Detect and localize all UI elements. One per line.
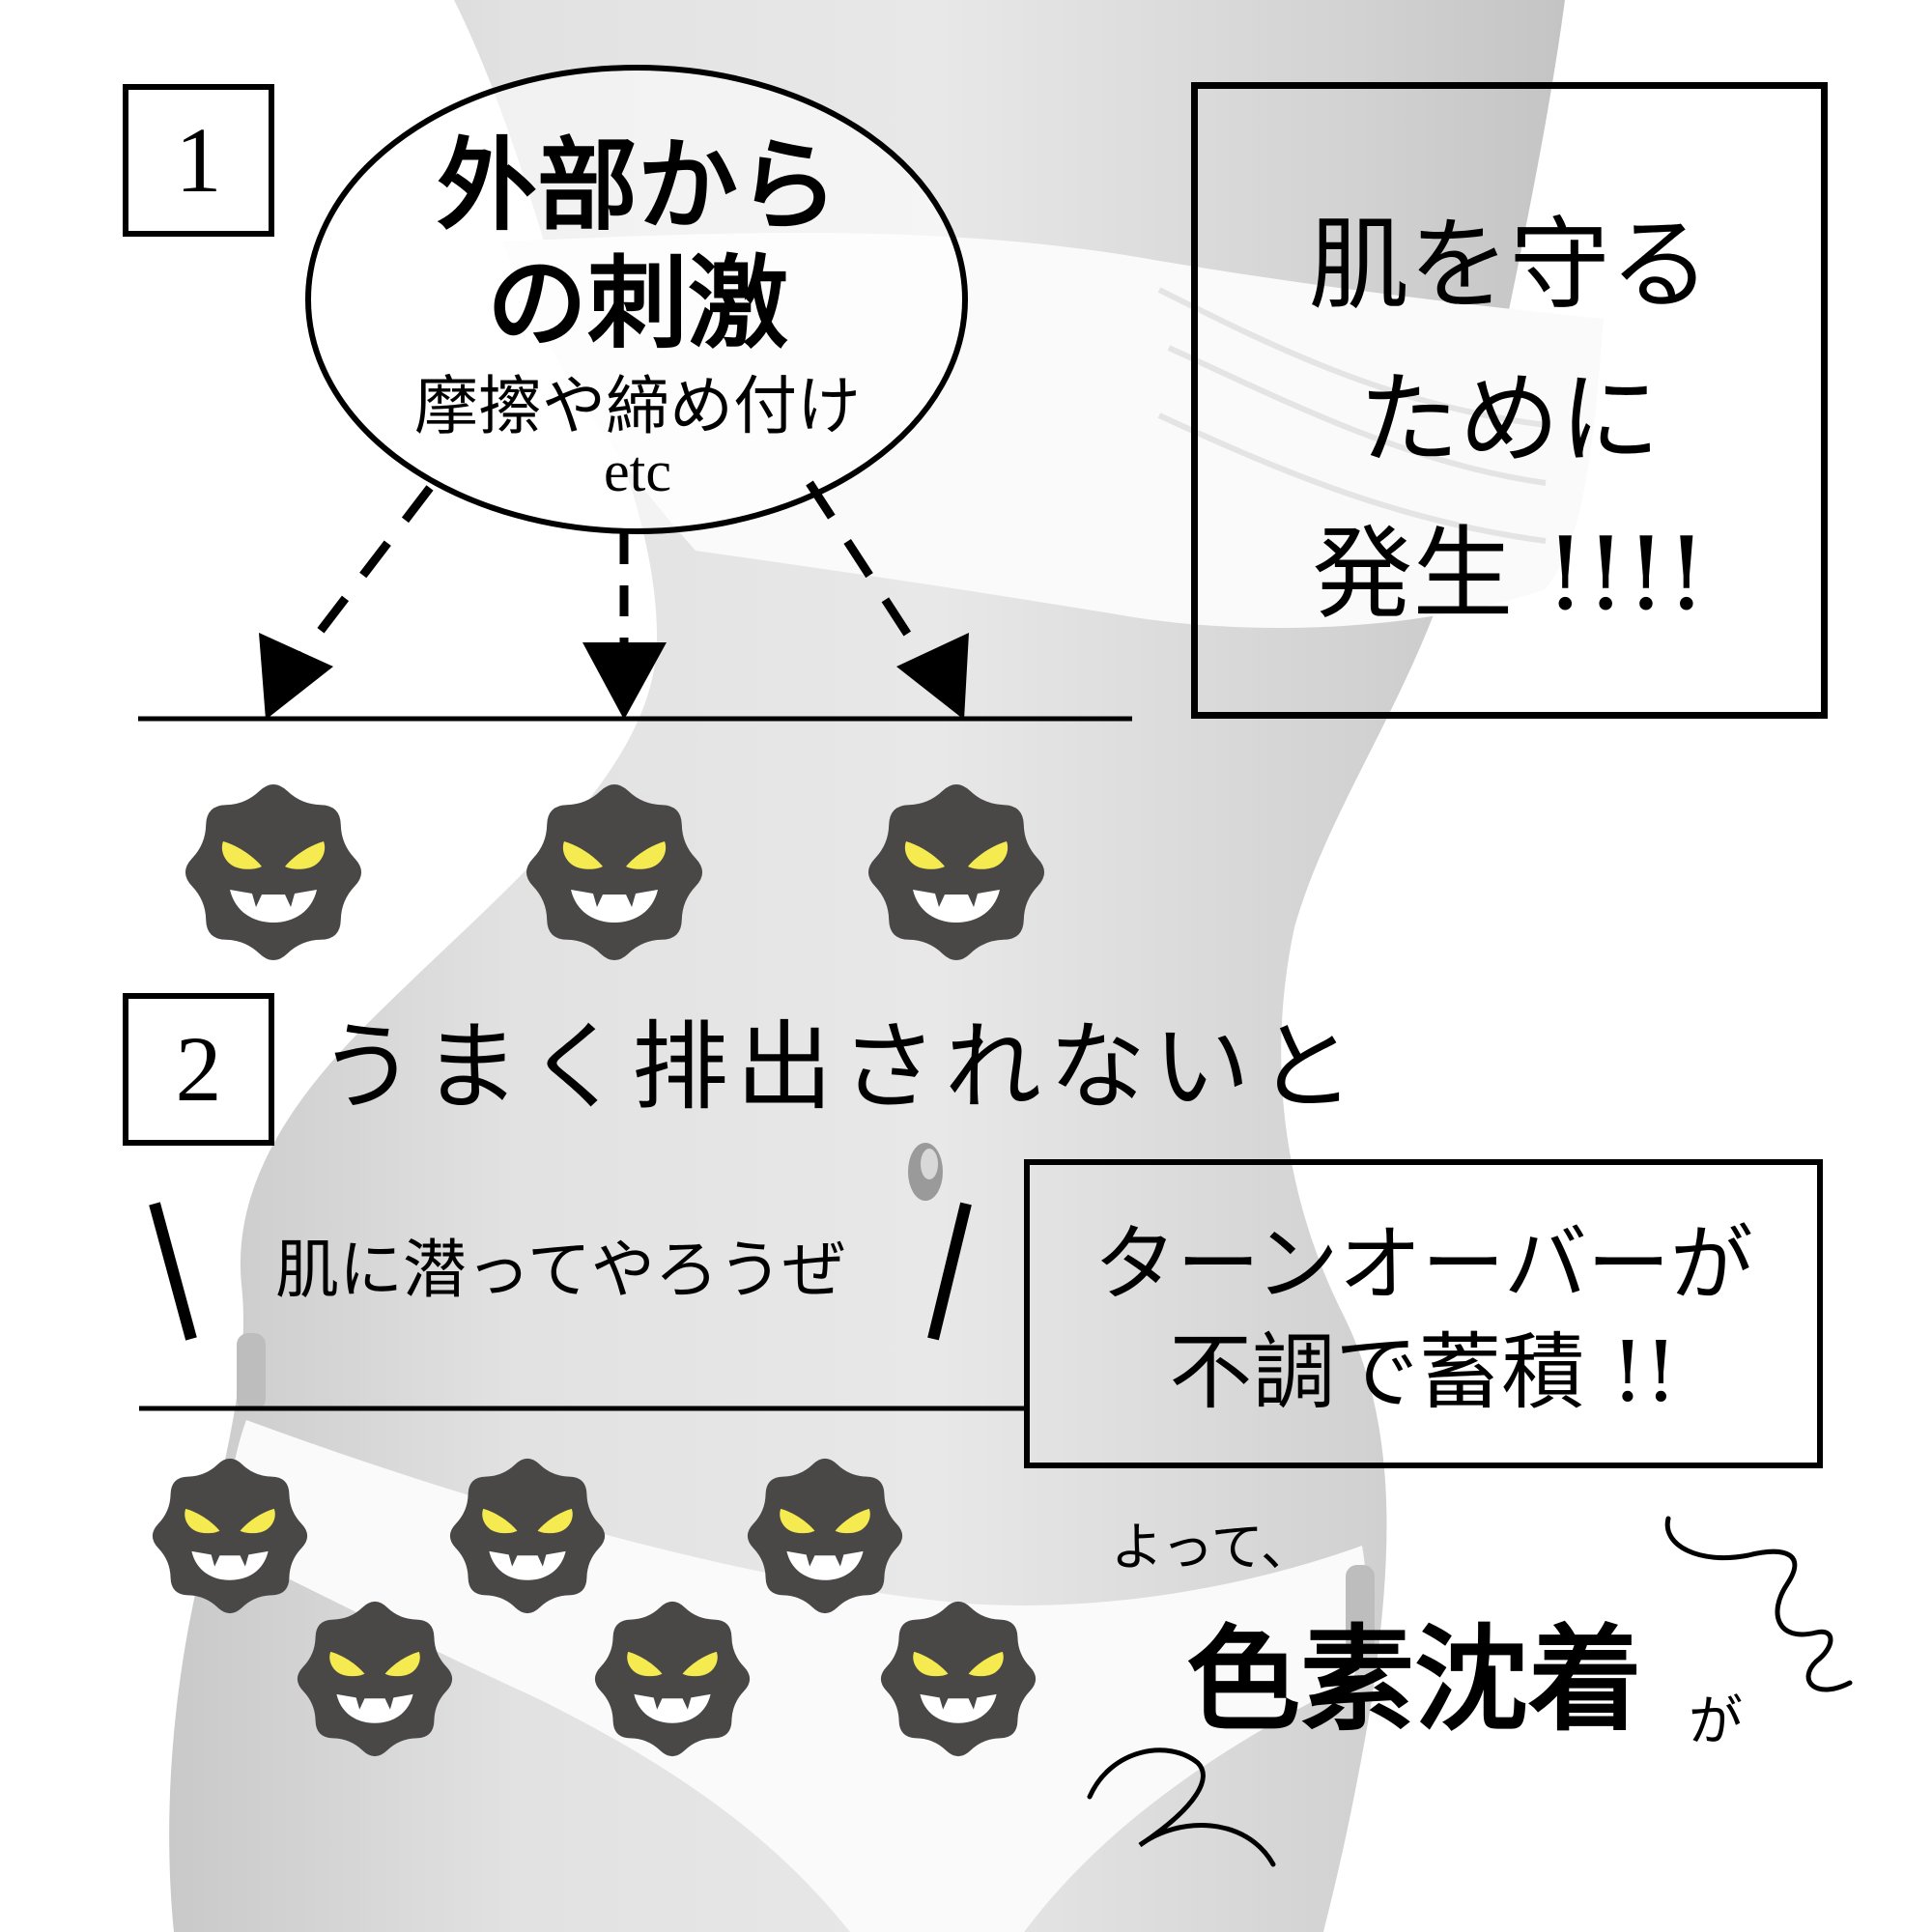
callout-turnover-line1: ターンオーバーが	[1094, 1216, 1753, 1313]
germ-eye-left	[780, 1508, 815, 1534]
germ-body	[526, 783, 703, 961]
germ-icon	[740, 1451, 910, 1621]
step-number-2: 2	[123, 993, 274, 1146]
germ-body	[449, 1458, 606, 1614]
germ-icon	[587, 1594, 757, 1764]
germ-mouth	[913, 890, 1000, 923]
germ-mouth	[634, 1693, 711, 1723]
stimulus-title-line2: の刺激	[486, 243, 788, 362]
germ-eye-left	[185, 1508, 220, 1534]
germ-eye-right	[968, 841, 1009, 869]
germ-icon	[145, 1451, 315, 1621]
conclusion-particle: が	[1689, 1690, 1743, 1753]
germ-mouth	[489, 1550, 566, 1580]
section2-heading: うまく排出されないと	[319, 1010, 1362, 1123]
germ-icon	[873, 1594, 1043, 1764]
stimulus-etc: etc	[604, 440, 671, 503]
callout-turnover-line2: 不調で蓄積 !!	[1169, 1324, 1678, 1421]
germ-body	[152, 1458, 308, 1614]
callout-protect-skin: 肌を守る ために 発生 !!!!	[1191, 82, 1828, 719]
germ-eye-right	[835, 1508, 870, 1534]
germ-icon	[177, 776, 370, 969]
step-number-2-label: 2	[175, 1017, 222, 1121]
germ-eye-left	[913, 1651, 949, 1677]
germ-eye-left	[904, 841, 945, 869]
germ-mouth	[230, 890, 317, 923]
stimulus-title-line1: 外部から	[436, 126, 838, 244]
germ-eye-left	[627, 1651, 663, 1677]
germ-eye-right	[626, 841, 667, 869]
bikini-clasp-right	[1346, 1565, 1375, 1652]
germ-body	[867, 783, 1045, 961]
germ-mouth	[571, 890, 658, 923]
germ-body	[297, 1601, 453, 1757]
conclusion-lead: よって、	[1111, 1517, 1313, 1577]
germ-mouth	[786, 1550, 864, 1580]
callout-protect-line1: 肌を守る	[1308, 206, 1711, 324]
bikini-clasp-left	[237, 1333, 266, 1410]
germ-body	[747, 1458, 903, 1614]
germ-mouth	[920, 1693, 997, 1723]
germ-icon	[442, 1451, 612, 1621]
germ-eye-left	[221, 841, 262, 869]
step-number-1: 1	[123, 84, 274, 237]
germ-body	[185, 783, 362, 961]
germ-eye-right	[285, 841, 326, 869]
germ-mouth	[336, 1693, 413, 1723]
germ-body	[880, 1601, 1037, 1757]
germ-eye-right	[384, 1651, 420, 1677]
germ-icon	[518, 776, 711, 969]
callout-protect-line2: ために	[1358, 360, 1661, 478]
callout-protect-line3: 発生 !!!!	[1312, 515, 1707, 633]
step-number-1-label: 1	[175, 108, 222, 212]
germ-eye-left	[562, 841, 603, 869]
germ-speech: 肌に潜ってやろうぜ	[275, 1233, 846, 1307]
conclusion-main: 色素沈着	[1186, 1612, 1643, 1747]
germ-body	[594, 1601, 751, 1757]
germ-eye-left	[329, 1651, 365, 1677]
germ-icon	[860, 776, 1053, 969]
germ-eye-right	[968, 1651, 1004, 1677]
germ-eye-right	[682, 1651, 718, 1677]
germ-eye-right	[240, 1508, 275, 1534]
callout-turnover: ターンオーバーが 不調で蓄積 !!	[1024, 1159, 1823, 1468]
germ-eye-left	[482, 1508, 518, 1534]
germ-eye-right	[537, 1508, 573, 1534]
stimulus-examples: 摩擦や締め付け	[414, 369, 861, 443]
germ-icon	[290, 1594, 460, 1764]
germ-mouth	[191, 1550, 269, 1580]
